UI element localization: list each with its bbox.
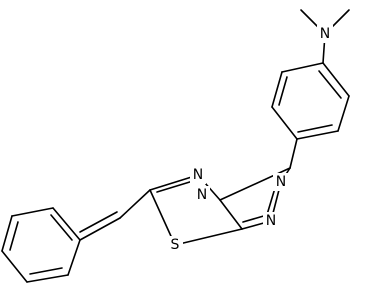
bond-vinyl-2b — [79, 211, 118, 233]
bond-ring2-f — [52, 207, 81, 241]
bond-ring1-e2 — [278, 76, 288, 106]
bond-ring2-d — [1, 215, 13, 252]
bond-vinyl-2 — [79, 217, 121, 241]
bond-ring2-c — [1, 250, 28, 283]
atom-label-triazole-n2: N — [266, 213, 276, 229]
sulfur-mask — [167, 236, 183, 254]
bond-thiadiazole-c6-s — [149, 189, 176, 246]
triazole-n4-mask — [194, 186, 210, 204]
bond-thiadiazole-s-c8a — [174, 228, 243, 246]
bond-vinyl-1 — [119, 189, 151, 219]
triazole-n1-mask — [273, 173, 289, 191]
atom-label-sulfur: S — [171, 237, 180, 253]
bond-ring1-d — [271, 106, 298, 140]
bond-ring1-e — [271, 71, 283, 108]
bond-ring1-f — [281, 62, 324, 73]
bond-aryl-triazole — [289, 138, 298, 169]
atom-label-amine-n: N — [320, 26, 330, 42]
amine-n-mask — [317, 25, 333, 43]
bond-ring2-e — [11, 207, 54, 217]
bond-ring1-c2 — [297, 124, 333, 133]
bond-ring2-c2 — [9, 221, 19, 251]
bond-ring2-a2 — [29, 267, 63, 275]
thiadiazole-n-mask — [190, 166, 206, 184]
bond-ring2-e2 — [50, 214, 73, 241]
bond-ring1-a2 — [318, 70, 342, 99]
atom-label-thiadiazole-n: N — [193, 167, 203, 183]
bond-ring2-a — [67, 239, 81, 276]
bond-ring1-b — [337, 95, 350, 132]
triazole-n2-mask — [263, 212, 279, 230]
atom-labels: N N N N N S — [167, 25, 333, 254]
atom-label-triazole-n1: N — [276, 174, 286, 190]
bond-ring1-a — [322, 62, 350, 97]
bond-triazole-c8a-n4 — [219, 199, 243, 230]
bond-ring1-c — [296, 130, 339, 140]
bond-ring2-b — [26, 274, 69, 283]
atom-label-triazole-n4: N — [197, 187, 207, 203]
bond-thiadiazole-double — [156, 180, 194, 193]
